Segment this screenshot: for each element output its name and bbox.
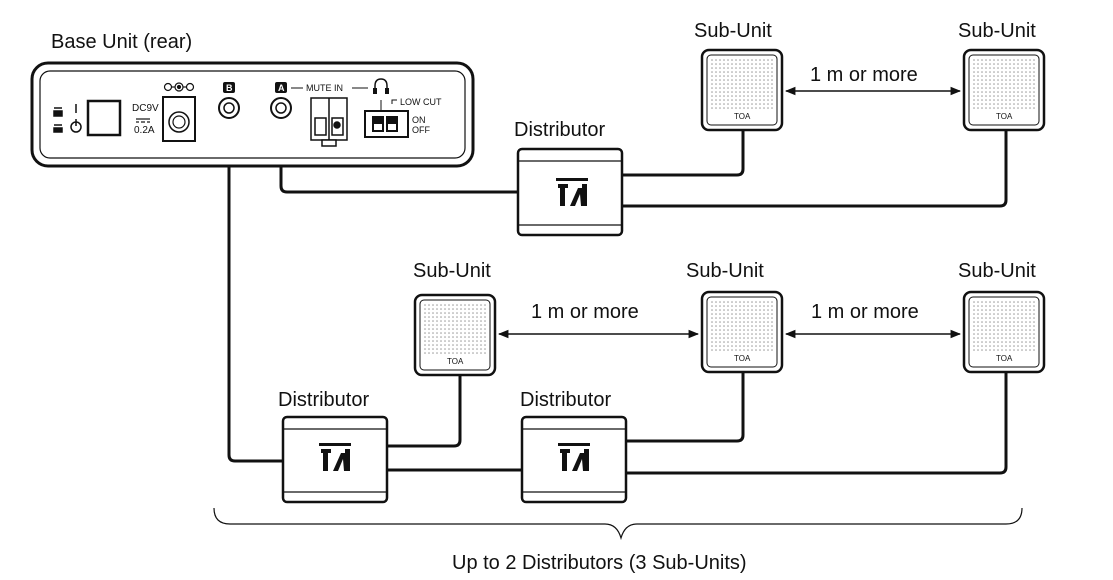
- distributor-label: Distributor: [514, 119, 606, 141]
- low-cut-label: LOW CUT: [400, 97, 442, 107]
- base-unit: [30, 61, 475, 168]
- jack-b-label: B: [226, 83, 233, 93]
- cable-b-to-distributor-2: [227, 108, 285, 463]
- cable-distributor-3-to-subunit-5: [624, 372, 1008, 475]
- sub-unit-brand: TOA: [996, 354, 1013, 363]
- sub-unit-speaker: [700, 290, 784, 374]
- caption: Up to 2 Distributors (3 Sub-Units): [452, 552, 747, 574]
- power-button: [86, 99, 122, 137]
- distributor-label: Distributor: [278, 389, 370, 411]
- dc-symbol-icon: [136, 118, 150, 123]
- distributor-box: [520, 415, 628, 504]
- jack-b: [218, 97, 240, 119]
- cable-distributor-3-to-subunit-4: [624, 372, 745, 443]
- toa-logo-icon: [319, 443, 351, 471]
- off-label: OFF: [412, 125, 430, 135]
- dc-current-label: 0.2A: [134, 125, 155, 136]
- cable-distributor-2-to-subunit-3: [386, 375, 462, 448]
- cable-distributor-1-to-subunit-1: [622, 130, 745, 177]
- sub-unit-brand: TOA: [734, 354, 751, 363]
- sub-unit-label: Sub-Unit: [413, 260, 491, 282]
- distance-label: 1 m or more: [531, 301, 639, 323]
- dc-jack: [162, 96, 196, 142]
- sub-unit-speaker: [962, 48, 1046, 132]
- sub-unit-speaker: [413, 293, 497, 377]
- sub-unit-brand: TOA: [734, 112, 751, 121]
- toa-logo-icon: [558, 443, 590, 471]
- toa-logo-icon: [556, 178, 588, 206]
- low-cut-switch: [364, 110, 409, 138]
- sub-unit-label: Sub-Unit: [686, 260, 764, 282]
- sub-unit-speaker: [700, 48, 784, 132]
- distributor-box: [281, 415, 389, 504]
- jack-a-label: A: [278, 83, 285, 93]
- cable-distributor-1-to-subunit-2: [622, 130, 1008, 208]
- polarity-icon: [163, 82, 195, 92]
- base-unit-title: Base Unit (rear): [51, 31, 193, 53]
- cable-a-to-distributor-1: [279, 108, 520, 194]
- distance-label: 1 m or more: [810, 64, 918, 86]
- sub-unit-speaker: [962, 290, 1046, 374]
- headphone-icon: [374, 78, 388, 92]
- distributor-box: [516, 147, 624, 237]
- sub-unit-label: Sub-Unit: [958, 260, 1036, 282]
- jack-a: [270, 97, 292, 119]
- grouping-brace: [213, 507, 1023, 541]
- sub-unit-label: Sub-Unit: [958, 20, 1036, 42]
- distributor-label: Distributor: [520, 389, 612, 411]
- mute-in-label: MUTE IN: [306, 83, 343, 93]
- distance-arrows: [497, 86, 962, 339]
- on-label: ON: [412, 115, 426, 125]
- distance-label: 1 m or more: [811, 301, 919, 323]
- mute-in-terminal: [310, 97, 348, 147]
- sub-unit-label: Sub-Unit: [694, 20, 772, 42]
- cables: [227, 108, 1008, 475]
- power-switch-icon: [53, 104, 82, 133]
- dc-voltage-label: DC9V: [132, 103, 159, 114]
- sub-unit-brand: TOA: [996, 112, 1013, 121]
- sub-unit-brand: TOA: [447, 357, 464, 366]
